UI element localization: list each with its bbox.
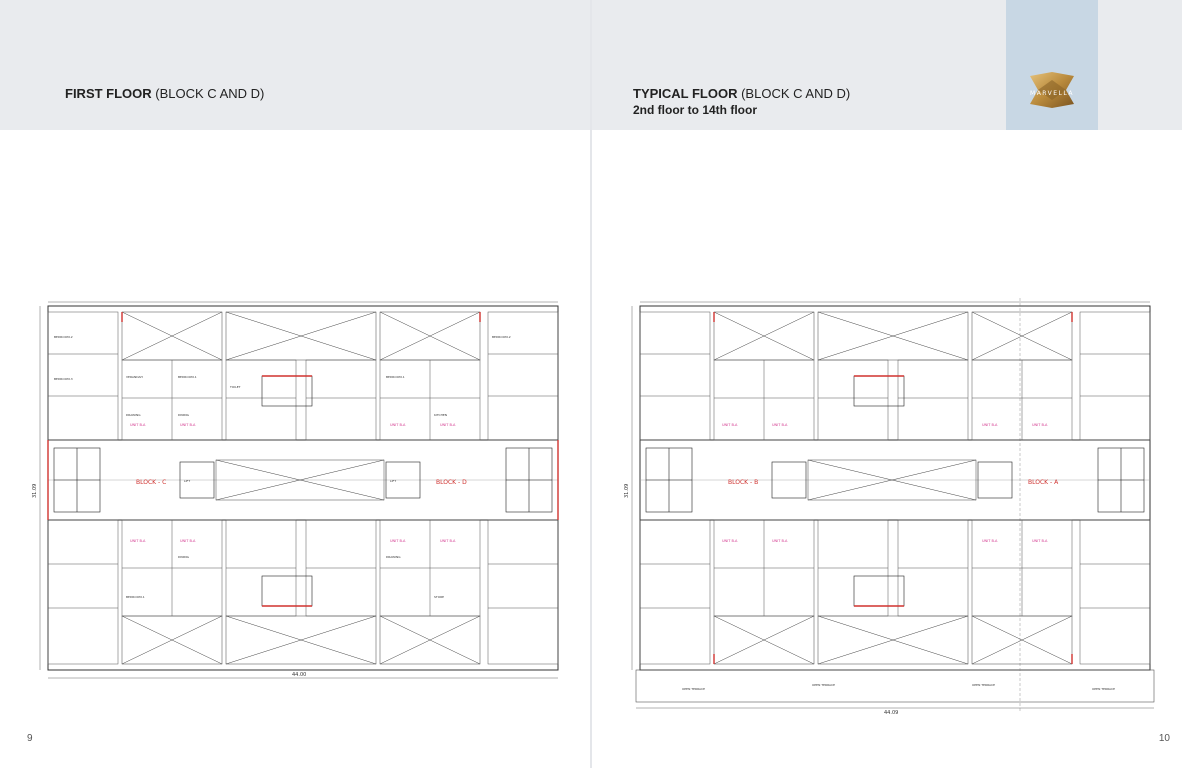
room-label: LIFT — [390, 479, 396, 483]
title-bold: FIRST FLOOR — [65, 86, 152, 101]
svg-text:UNIT B-A: UNIT B-A — [390, 423, 406, 427]
room-label: TOILET — [229, 385, 241, 389]
svg-text:UNIT B-A: UNIT B-A — [982, 423, 998, 427]
depth-dimension: 31.09 — [624, 484, 630, 498]
room-label: VERANDAH — [126, 375, 143, 379]
svg-text:UNIT B-A: UNIT B-A — [722, 539, 738, 543]
room-label: BEDROOM-2 — [54, 335, 73, 339]
page-header — [0, 0, 590, 130]
terrace-label: OPEN TERRACE — [972, 683, 995, 687]
room-label: KITCHEN — [434, 413, 447, 417]
block-label: BLOCK - B — [728, 479, 758, 486]
page-gutter — [590, 0, 592, 768]
page-number: 9 — [27, 733, 33, 744]
width-dimension: 44.00 — [292, 672, 306, 678]
room-label: LIFT — [184, 479, 190, 483]
page-title: TYPICAL FLOOR (BLOCK C AND D) 2nd floor … — [633, 86, 850, 118]
room-label: BEDROOM-2 — [492, 335, 511, 339]
svg-text:UNIT B-A: UNIT B-A — [1032, 423, 1048, 427]
room-label: BEDROOM-1 — [386, 375, 405, 379]
room-label: BEDROOM-1 — [178, 375, 197, 379]
svg-text:UNIT B-A: UNIT B-A — [1032, 539, 1048, 543]
svg-text:UNIT B-A: UNIT B-A — [440, 423, 456, 427]
svg-text:UNIT B-A: UNIT B-A — [440, 539, 456, 543]
room-label: BEDROOM-1 — [126, 595, 145, 599]
svg-text:UNIT B-A: UNIT B-A — [772, 423, 788, 427]
title-regular: (BLOCK C AND D) — [151, 86, 265, 101]
width-dimension: 44.09 — [884, 710, 898, 716]
room-label: STORE — [434, 595, 444, 599]
depth-dimension: 31.09 — [32, 484, 38, 498]
logo-wordmark: MARVELLA — [1030, 90, 1074, 97]
svg-text:UNIT B-A: UNIT B-A — [180, 423, 196, 427]
svg-text:UNIT B-A: UNIT B-A — [180, 539, 196, 543]
svg-text:UNIT B-A: UNIT B-A — [982, 539, 998, 543]
marvella-logo-icon — [1030, 72, 1074, 108]
room-label: DRAWING — [386, 555, 401, 559]
terrace-label: OPEN TERRACE — [1092, 687, 1115, 691]
svg-text:UNIT B-A: UNIT B-A — [772, 539, 788, 543]
page-title: FIRST FLOOR (BLOCK C AND D) — [65, 86, 264, 102]
room-label: DINING — [178, 555, 190, 559]
title-regular: (BLOCK C AND D) — [737, 86, 851, 101]
block-label: BLOCK - D — [436, 479, 467, 486]
room-label: DINING — [178, 413, 190, 417]
svg-text:UNIT B-A: UNIT B-A — [722, 423, 738, 427]
svg-text:UNIT B-A: UNIT B-A — [130, 423, 146, 427]
title-bold: TYPICAL FLOOR — [633, 86, 738, 101]
room-label: DRAWING — [126, 413, 141, 417]
floor-plan-typical-floor: UNIT B-A UNIT B-A UNIT B-A UNIT B-A UNIT… — [624, 298, 1155, 716]
block-label: BLOCK - A — [1028, 479, 1059, 486]
terrace-label: OPEN TERRACE — [682, 687, 705, 691]
page-number: 10 — [1158, 733, 1170, 744]
brand-logo: MARVELLA — [1006, 0, 1098, 130]
right-page: TYPICAL FLOOR (BLOCK C AND D) 2nd floor … — [592, 0, 1182, 768]
page-subtitle: 2nd floor to 14th floor — [633, 103, 757, 117]
floor-plan-first-floor: UNIT B-A UNIT B-A UNIT B-A UNIT B-A UNIT… — [32, 301, 559, 679]
svg-text:UNIT B-A: UNIT B-A — [390, 539, 406, 543]
svg-text:UNIT B-A: UNIT B-A — [130, 539, 146, 543]
room-label: BEDROOM-3 — [54, 377, 73, 381]
block-label: BLOCK - C — [136, 479, 166, 486]
left-page: FIRST FLOOR (BLOCK C AND D) — [0, 0, 590, 768]
terrace-label: OPEN TERRACE — [812, 683, 835, 687]
